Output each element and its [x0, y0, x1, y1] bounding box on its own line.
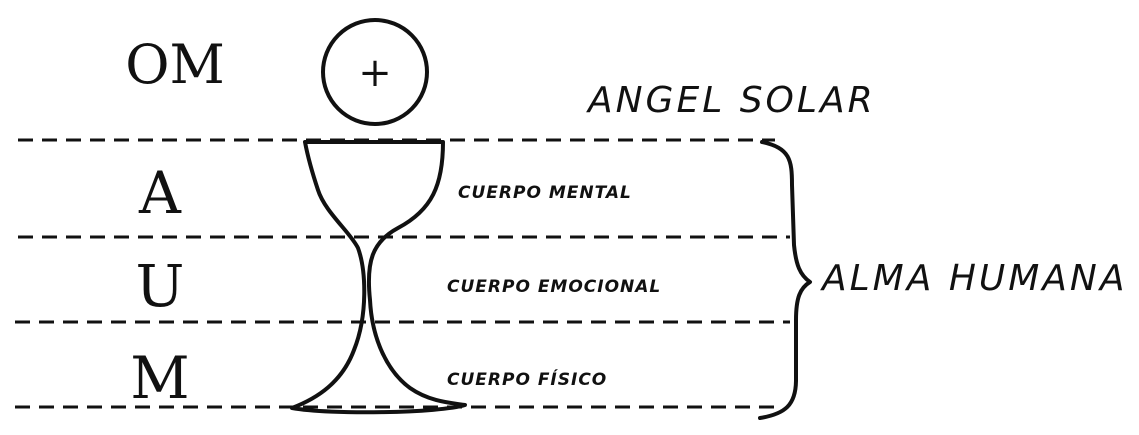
- syllable-m: M: [130, 344, 189, 412]
- label-alma-humana: ALMA HUMANA: [820, 258, 1127, 299]
- label-cuerpo-fisico: CUERPO FÍSICO: [447, 368, 607, 390]
- syllable-a: A: [138, 159, 182, 227]
- label-angel-solar: ANGEL SOLAR: [586, 80, 876, 121]
- label-cuerpo-emocional: CUERPO EMOCIONAL: [447, 277, 661, 297]
- label-cuerpo-mental: CUERPO MENTAL: [458, 183, 632, 203]
- plus-symbol: +: [358, 50, 392, 96]
- curly-brace: [758, 140, 812, 420]
- syllable-u: U: [136, 252, 185, 320]
- solar-circle: [321, 18, 429, 126]
- chalice-icon: [290, 140, 467, 415]
- syllable-om: OM: [125, 33, 225, 96]
